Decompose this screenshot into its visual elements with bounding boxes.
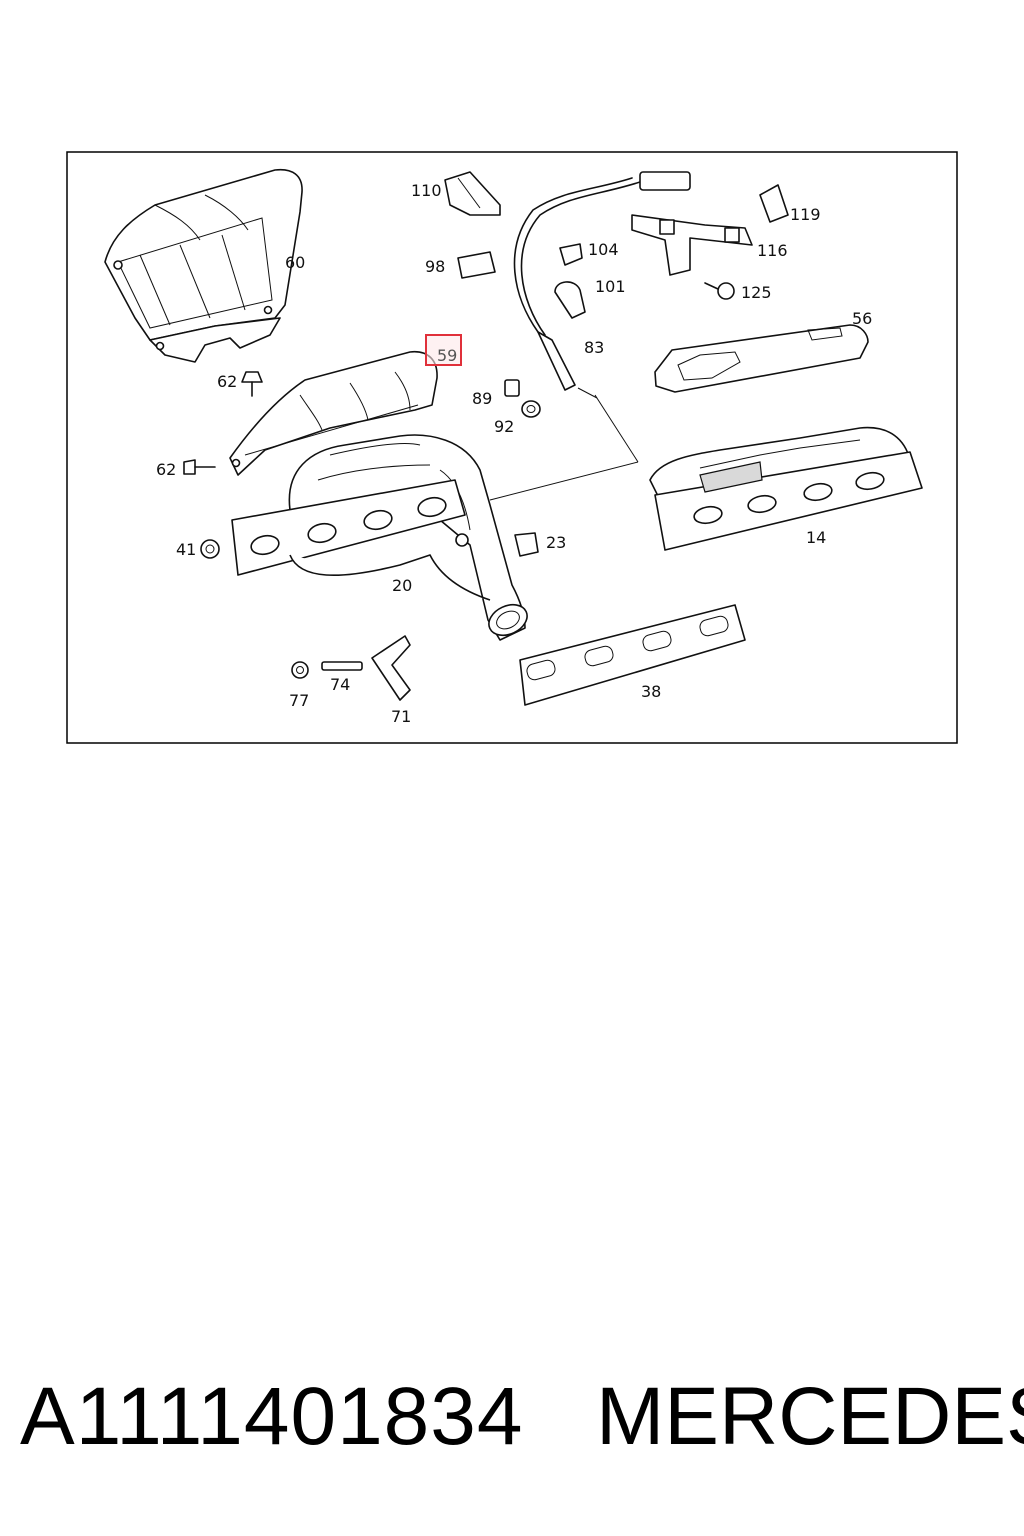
part-56-cover[interactable] bbox=[654, 324, 869, 393]
callout-59[interactable]: 59 bbox=[437, 346, 457, 365]
part-77-nut[interactable] bbox=[291, 661, 309, 679]
part-104-clip[interactable] bbox=[559, 243, 583, 266]
part-71-bracket[interactable] bbox=[371, 635, 411, 701]
callout-20: 20 bbox=[392, 576, 412, 595]
callout-101: 101 bbox=[595, 277, 626, 296]
brand-name: MERCEDES bbox=[596, 1371, 1024, 1462]
part-83-oxygen-sensor[interactable] bbox=[513, 171, 691, 399]
footer: A1111401834 MERCEDES bbox=[0, 1370, 1024, 1470]
part-101-clip[interactable] bbox=[554, 281, 586, 319]
callout-116: 116 bbox=[757, 241, 788, 260]
part-59-highlight-box[interactable] bbox=[425, 334, 462, 366]
diagram-frame bbox=[66, 151, 958, 744]
callout-83: 83 bbox=[584, 338, 604, 357]
part-119-clip[interactable] bbox=[759, 184, 789, 223]
part-92-seal[interactable] bbox=[521, 400, 541, 418]
callout-71: 71 bbox=[391, 707, 411, 726]
part-60-heat-shield[interactable] bbox=[104, 168, 303, 363]
part-116-bracket[interactable] bbox=[631, 214, 753, 276]
part-125-bolt[interactable] bbox=[704, 282, 735, 300]
part-41-nut[interactable] bbox=[200, 539, 220, 559]
part-62-bolt-lower[interactable] bbox=[183, 459, 216, 475]
callout-119: 119 bbox=[790, 205, 821, 224]
callout-77: 77 bbox=[289, 691, 309, 710]
part-74-stud[interactable] bbox=[321, 661, 363, 671]
part-89-plug[interactable] bbox=[504, 379, 520, 397]
callout-104: 104 bbox=[588, 240, 619, 259]
callout-89: 89 bbox=[472, 389, 492, 408]
part-20-exhaust-manifold[interactable] bbox=[231, 394, 639, 641]
callout-92: 92 bbox=[494, 417, 514, 436]
callout-62-upper: 62 bbox=[217, 372, 237, 391]
part-14-exhaust-manifold[interactable] bbox=[649, 426, 923, 551]
part-59-heat-shield[interactable] bbox=[229, 351, 438, 476]
callout-23: 23 bbox=[546, 533, 566, 552]
part-110-clip[interactable] bbox=[444, 171, 501, 216]
callout-98: 98 bbox=[425, 257, 445, 276]
callout-56: 56 bbox=[852, 309, 872, 328]
part-38-gasket[interactable] bbox=[519, 604, 746, 706]
callout-125: 125 bbox=[741, 283, 772, 302]
callout-62-lower: 62 bbox=[156, 460, 176, 479]
callout-14: 14 bbox=[806, 528, 826, 547]
part-98-clip[interactable] bbox=[457, 251, 496, 279]
part-number: A1111401834 bbox=[20, 1371, 524, 1462]
part-62-bolt-upper[interactable] bbox=[241, 371, 263, 397]
callout-38: 38 bbox=[641, 682, 661, 701]
exploded-parts-diagram: 110 119 60 104 116 98 101 125 56 59 83 6… bbox=[66, 151, 958, 744]
callout-74: 74 bbox=[330, 675, 350, 694]
part-23-clip[interactable] bbox=[514, 532, 539, 557]
callout-110: 110 bbox=[411, 181, 442, 200]
callout-41: 41 bbox=[176, 540, 196, 559]
callout-60: 60 bbox=[285, 253, 305, 272]
